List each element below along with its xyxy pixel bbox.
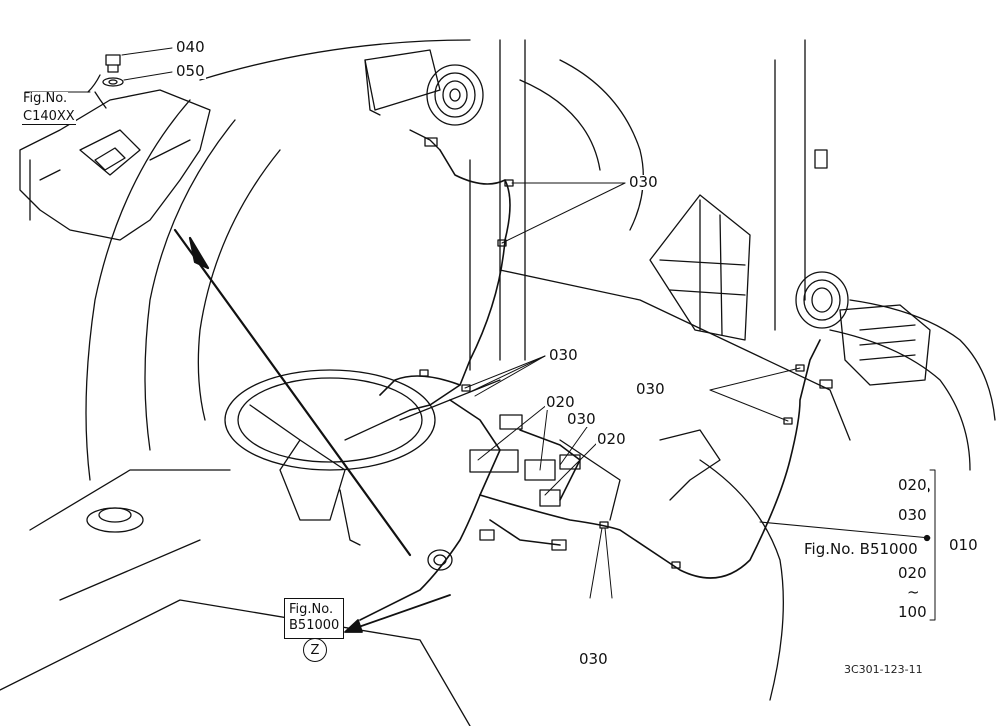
fig-ref-caption-top: Fig.No. [22, 91, 69, 106]
left-work-lamp [364, 49, 484, 151]
drawing-code: 3C301-123-11 [843, 663, 924, 676]
bracket-item-2: 030 [897, 506, 928, 524]
callout-040: 040 [175, 38, 206, 56]
steering-wheel [224, 369, 436, 521]
fig-ref-box-bottom: Fig.No. B51000 [284, 598, 345, 639]
view-z-arrow [344, 594, 451, 633]
leader-lines [24, 47, 936, 621]
fig-ref-caption-bottom: Fig.No. [289, 602, 334, 617]
view-arrow [173, 228, 412, 557]
harness-connectors [427, 414, 581, 571]
fender-outline [85, 39, 996, 701]
callout-020-b: 020 [596, 430, 627, 448]
rops-pillars [469, 39, 828, 371]
callout-030-mid: 030 [548, 346, 579, 364]
callout-010: 010 [948, 536, 979, 554]
floor-panel [0, 269, 851, 726]
fig-ref-number-bottom: B51000 [289, 618, 340, 634]
callout-030-b: 030 [566, 410, 597, 428]
smv-plate [649, 194, 751, 341]
bracket-item-4: 100 [897, 603, 928, 621]
callout-030-right: 030 [635, 380, 666, 398]
callout-050: 050 [175, 62, 206, 80]
callout-030-top: 030 [628, 173, 659, 191]
hood-bracket-inset [19, 89, 211, 241]
fig-ref-right: Fig.No. B51000 [803, 540, 919, 558]
bracket-tilde: ~ [906, 583, 921, 601]
fig-ref-number-top: C140XX [22, 109, 76, 125]
view-z-marker: Z [303, 638, 327, 662]
callout-030-bottom: 030 [578, 650, 609, 668]
wiring-harness [359, 149, 821, 621]
bracket-item-3: 020 [897, 564, 928, 582]
bracket-item-1: 020 [897, 476, 928, 494]
right-work-lamp [795, 271, 931, 389]
callout-020-a: 020 [545, 393, 576, 411]
bolt-040-washer-050 [87, 54, 124, 109]
